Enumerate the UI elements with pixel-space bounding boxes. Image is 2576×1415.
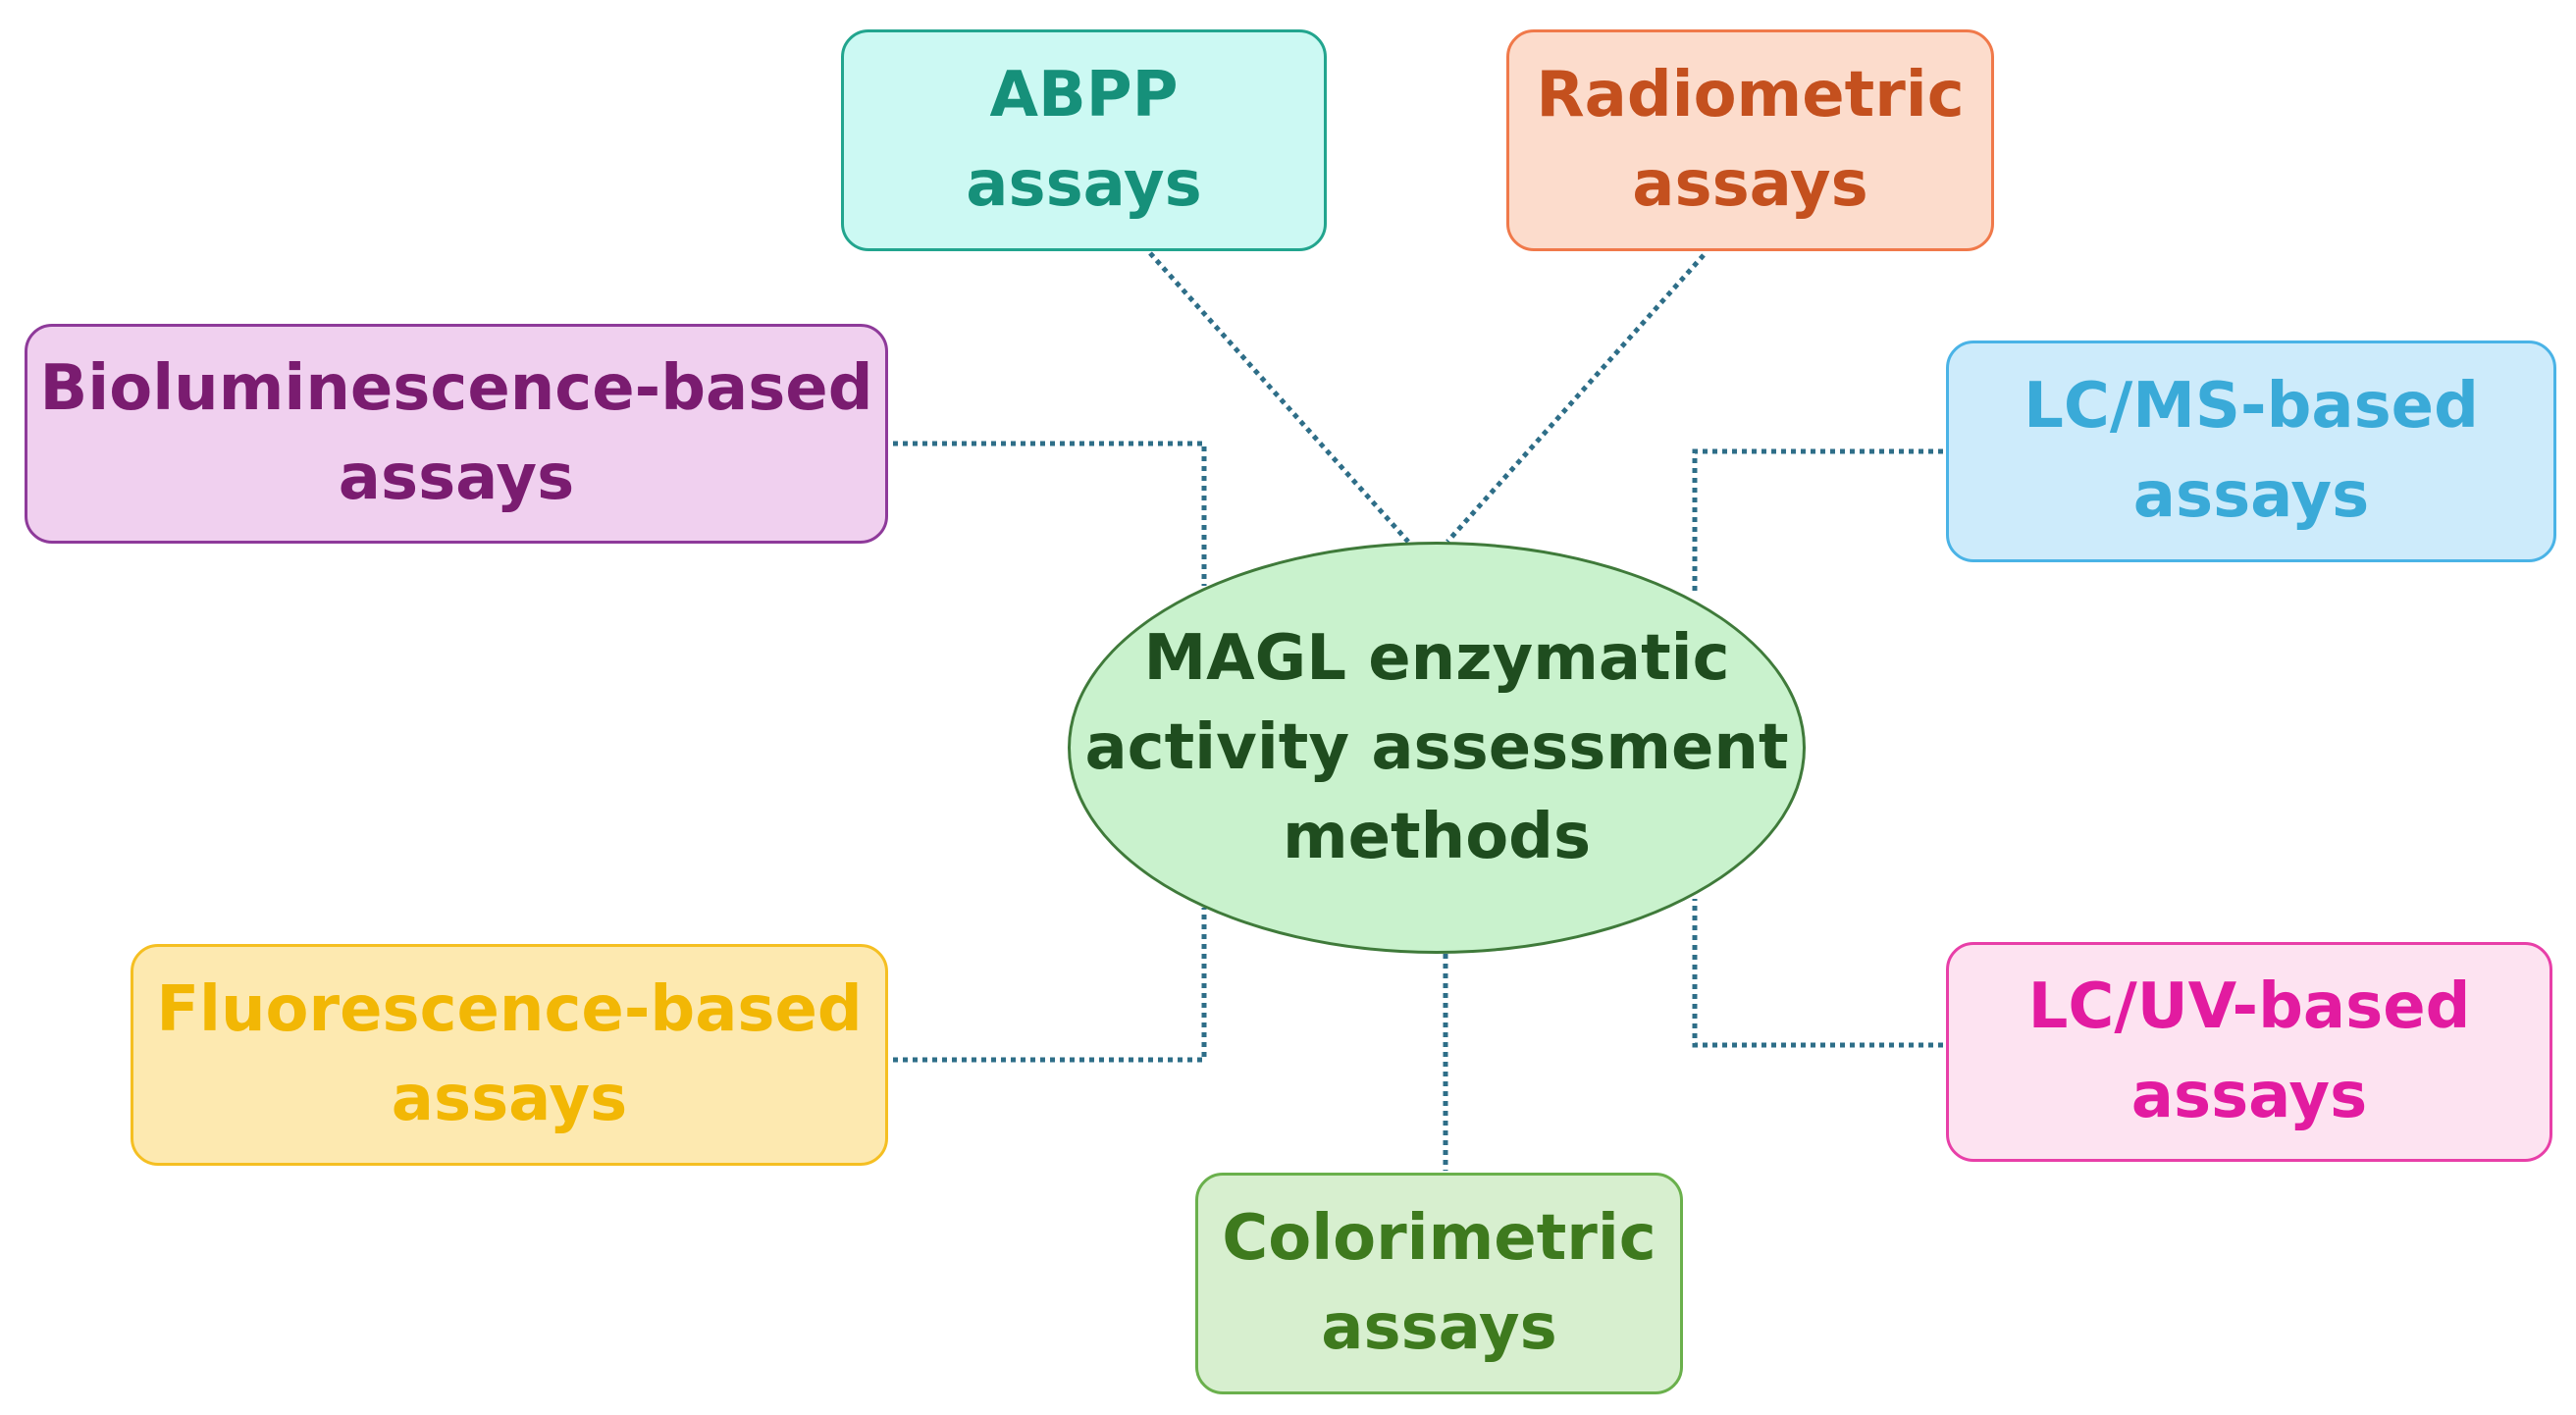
method-box-fluorescence: Fluorescence-based assays bbox=[131, 944, 888, 1166]
method-box-line: assays bbox=[1321, 1291, 1557, 1364]
method-box-lcms: LC/MS-based assays bbox=[1946, 341, 2556, 562]
method-box-line: Bioluminescence-based bbox=[39, 352, 873, 425]
method-box-line: LC/UV-based bbox=[2027, 970, 2471, 1043]
method-box-line: ABPP bbox=[989, 59, 1179, 131]
method-box-line: Radiometric bbox=[1536, 59, 1965, 131]
center-node-line: activity assessment bbox=[1084, 710, 1789, 784]
method-box-line: assays bbox=[391, 1063, 628, 1135]
connector-fluorescence bbox=[893, 908, 1207, 1063]
method-box-lcuv: LC/UV-based assays bbox=[1946, 942, 2552, 1162]
connector-bioluminescence bbox=[893, 441, 1207, 586]
center-node-label: MAGL enzymatic activity assessment metho… bbox=[1084, 614, 1788, 882]
method-box-line: assays bbox=[2132, 459, 2370, 532]
center-node-line: MAGL enzymatic bbox=[1143, 621, 1730, 695]
method-box-line: Colorimetric bbox=[1222, 1202, 1656, 1275]
method-box-line: assays bbox=[338, 442, 575, 514]
method-box-colorimetric: Colorimetric assays bbox=[1195, 1173, 1683, 1394]
connector-lcms bbox=[1692, 448, 1943, 594]
method-box-line: assays bbox=[966, 148, 1202, 221]
method-box-line: LC/MS-based bbox=[2024, 370, 2479, 443]
connector-abpp bbox=[1148, 251, 1410, 544]
connector-radiometric bbox=[1446, 253, 1706, 544]
center-node: MAGL enzymatic activity assessment metho… bbox=[1068, 542, 1806, 954]
method-box-line: Fluorescence-based bbox=[156, 973, 863, 1046]
method-box-line: assays bbox=[1632, 148, 1868, 221]
method-box-radiometric: Radiometric assays bbox=[1506, 29, 1994, 251]
center-node-line: methods bbox=[1282, 800, 1592, 873]
connector-lcuv bbox=[1692, 899, 1943, 1048]
method-box-line: assays bbox=[2130, 1060, 2368, 1132]
method-box-bioluminescence: Bioluminescence-based assays bbox=[25, 324, 888, 544]
method-box-abpp: ABPP assays bbox=[841, 29, 1327, 251]
